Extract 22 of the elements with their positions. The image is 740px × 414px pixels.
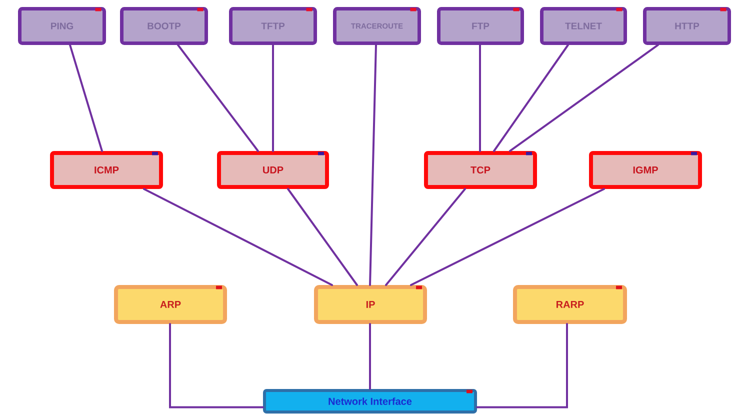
connector-line (369, 44, 377, 286)
protocol-box: Network Interface (263, 389, 477, 414)
protocol-box: IGMP (589, 151, 702, 189)
connector-line (287, 188, 358, 286)
connector-line (509, 44, 659, 152)
protocol-box: IP (314, 285, 427, 324)
connector-line (69, 44, 103, 152)
protocol-box: TCP (424, 151, 537, 189)
connector-line (493, 44, 569, 152)
protocol-box: UDP (217, 151, 329, 189)
protocol-box: RARP (513, 285, 627, 324)
connector-line (143, 188, 333, 286)
connector-line (479, 44, 481, 152)
connector-line (169, 323, 264, 408)
connector-line (272, 44, 274, 152)
protocol-box: ARP (114, 285, 227, 324)
connector-line (410, 188, 605, 286)
connector-line (476, 323, 568, 408)
protocol-box: ICMP (50, 151, 163, 189)
connector-line (177, 44, 259, 152)
connector-line (369, 323, 371, 390)
connector-line (385, 188, 466, 286)
